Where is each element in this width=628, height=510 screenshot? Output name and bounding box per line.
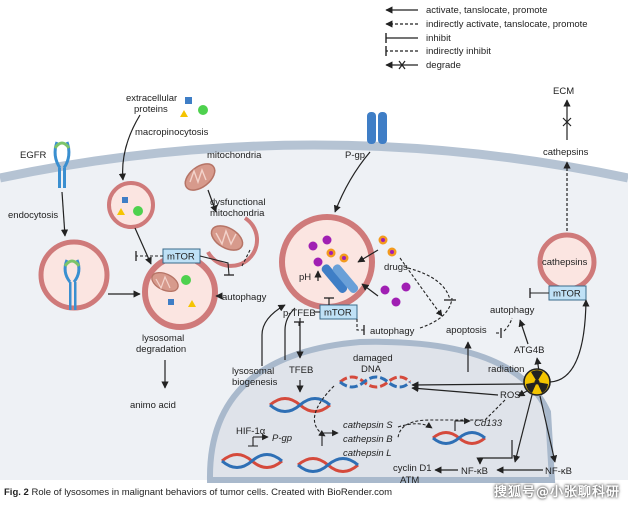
label-endocytosis: endocytosis	[8, 210, 58, 221]
mitochondria-icon	[184, 163, 216, 191]
egfr-receptor-icon	[53, 141, 71, 188]
label-cathepsin-l: cathepsin L	[343, 448, 392, 459]
dna-helix-tfeb	[269, 397, 331, 413]
legend-indirect-activate: indirectly activate, tanslocate, promote	[426, 19, 588, 30]
label-degradation: degradation	[136, 344, 186, 355]
label-cathepsins-lyso: cathepsins	[542, 257, 588, 268]
label-apoptosis: apoptosis	[446, 325, 487, 336]
label-dysfunctional: dysfunctional	[210, 197, 265, 208]
label-cathepsins: cathepsins	[543, 147, 589, 158]
label-lysosomal: lysosomal	[142, 333, 184, 344]
label-mtor-left: mTOR	[167, 252, 195, 263]
radiation-icon	[523, 368, 551, 396]
damaged-dna-icon	[339, 375, 412, 389]
label-drugs: drugs	[384, 262, 408, 273]
label-proteins: proteins	[134, 104, 168, 115]
dysfunctional-mitochondria-icon	[206, 216, 259, 268]
label-tfeb: TFEB	[289, 365, 313, 376]
label-cyclin: cyclin D1	[393, 463, 432, 474]
label-mitochondria: mitochondria	[207, 150, 262, 161]
label-ptfeb: p-TFEB	[283, 308, 316, 319]
label-cathepsin-b: cathepsin B	[343, 434, 393, 445]
cell-membrane	[0, 140, 628, 183]
protein-triangle	[180, 110, 188, 117]
label-amino-acid: animo acid	[130, 400, 176, 411]
label-lyso-bio-1: lysosomal	[232, 366, 274, 377]
label-dna: DNA	[361, 364, 382, 375]
label-autophagy-left: autophagy	[222, 292, 267, 303]
caption-text: Role of lysosomes in malignant behaviors…	[28, 487, 393, 498]
caption-fig-number: Fig. 2	[4, 487, 29, 498]
label-cd133: Cd133	[474, 418, 503, 429]
label-damaged: damaged	[353, 353, 393, 364]
dna-helix-hif	[221, 453, 283, 469]
label-atm: ATM	[400, 475, 419, 486]
protein-circle	[198, 105, 208, 115]
legend-inhibit: inhibit	[426, 33, 451, 44]
figure-caption: Fig. 2 Role of lysosomes in malignant be…	[4, 487, 392, 498]
watermark: 搜狐号@小张聊科研	[493, 485, 620, 500]
label-nfkb-2: NF-κB	[545, 466, 572, 477]
legend-activate: activate, tanslocate, promote	[426, 5, 547, 16]
label-egfr: EGFR	[20, 150, 47, 161]
pgp-membrane-icon	[367, 112, 387, 144]
label-autophagy-center: autophagy	[370, 326, 415, 337]
lysosome-left	[142, 254, 218, 330]
label-cathepsin-s: cathepsin S	[343, 420, 393, 431]
label-ros: ROS	[500, 390, 521, 401]
legend-indirect-inhibit: indirectly inhibit	[426, 46, 491, 57]
label-autophagy-right: autophagy	[490, 305, 535, 316]
label-mtor-right: mTOR	[553, 289, 581, 300]
protein-square	[185, 97, 192, 104]
drugs-icon	[378, 235, 411, 307]
label-radiation: radiation	[488, 364, 524, 375]
endosome	[38, 239, 110, 311]
dna-helix-cathepsin	[297, 457, 359, 473]
label-pgp: P-gp	[345, 150, 365, 161]
label-macropinocytosis: macropinocytosis	[135, 127, 209, 138]
label-ecm: ECM	[553, 86, 574, 97]
label-atg4b: ATG4B	[514, 345, 544, 356]
label-nfkb-1: NF-κB	[461, 466, 488, 477]
label-lyso-bio-2: biogenesis	[232, 377, 278, 388]
label-ph: pH	[299, 272, 311, 283]
macropinosome	[107, 181, 155, 229]
dna-helix-cd133	[432, 431, 486, 445]
legend: activate, tanslocate, promote indirectly…	[385, 5, 588, 71]
label-hif: HIF-1α	[236, 426, 266, 437]
label-pgp-gene: P-gp	[272, 433, 292, 444]
label-mtor-center: mTOR	[324, 308, 352, 319]
label-mitochondria-2: mitochondria	[210, 208, 265, 219]
label-extracellular: extracellular	[126, 93, 177, 104]
legend-degrade: degrade	[426, 60, 461, 71]
